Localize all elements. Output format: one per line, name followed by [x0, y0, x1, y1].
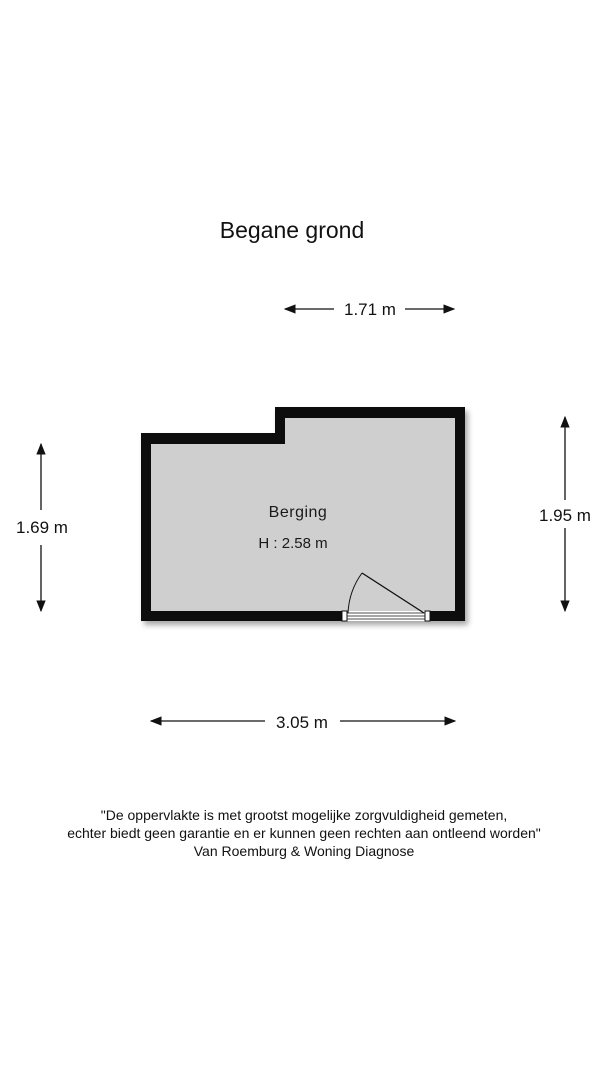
dimension-top: 1.71 m: [283, 300, 456, 319]
disclaimer-line-1: "De oppervlakte is met grootst mogelijke…: [100, 807, 508, 823]
door: [341, 572, 431, 622]
floor-title: Begane grond: [220, 217, 365, 243]
room-name: Berging: [269, 504, 328, 521]
disclaimer-line-3: Van Roemburg & Woning Diagnose: [193, 843, 415, 859]
dimension-left: 1.69 m: [16, 442, 68, 613]
room-height: H : 2.58 m: [258, 535, 327, 552]
room-floor: [151, 418, 455, 611]
door-swing-arc: [347, 572, 363, 614]
dimension-bottom: 3.05 m: [149, 713, 457, 732]
dimension-top-label: 1.71 m: [344, 300, 396, 319]
dimension-right: 1.95 m: [539, 415, 591, 613]
dimension-bottom-label: 3.05 m: [276, 713, 328, 732]
dimension-left-label: 1.69 m: [16, 518, 68, 537]
room-berging: Berging H : 2.58 m: [141, 407, 465, 622]
disclaimer: "De oppervlakte is met grootst mogelijke…: [0, 806, 608, 860]
dimension-right-label: 1.95 m: [539, 506, 591, 525]
disclaimer-line-2: echter biedt geen garantie en er kunnen …: [67, 825, 541, 841]
door-leaf: [361, 572, 425, 614]
